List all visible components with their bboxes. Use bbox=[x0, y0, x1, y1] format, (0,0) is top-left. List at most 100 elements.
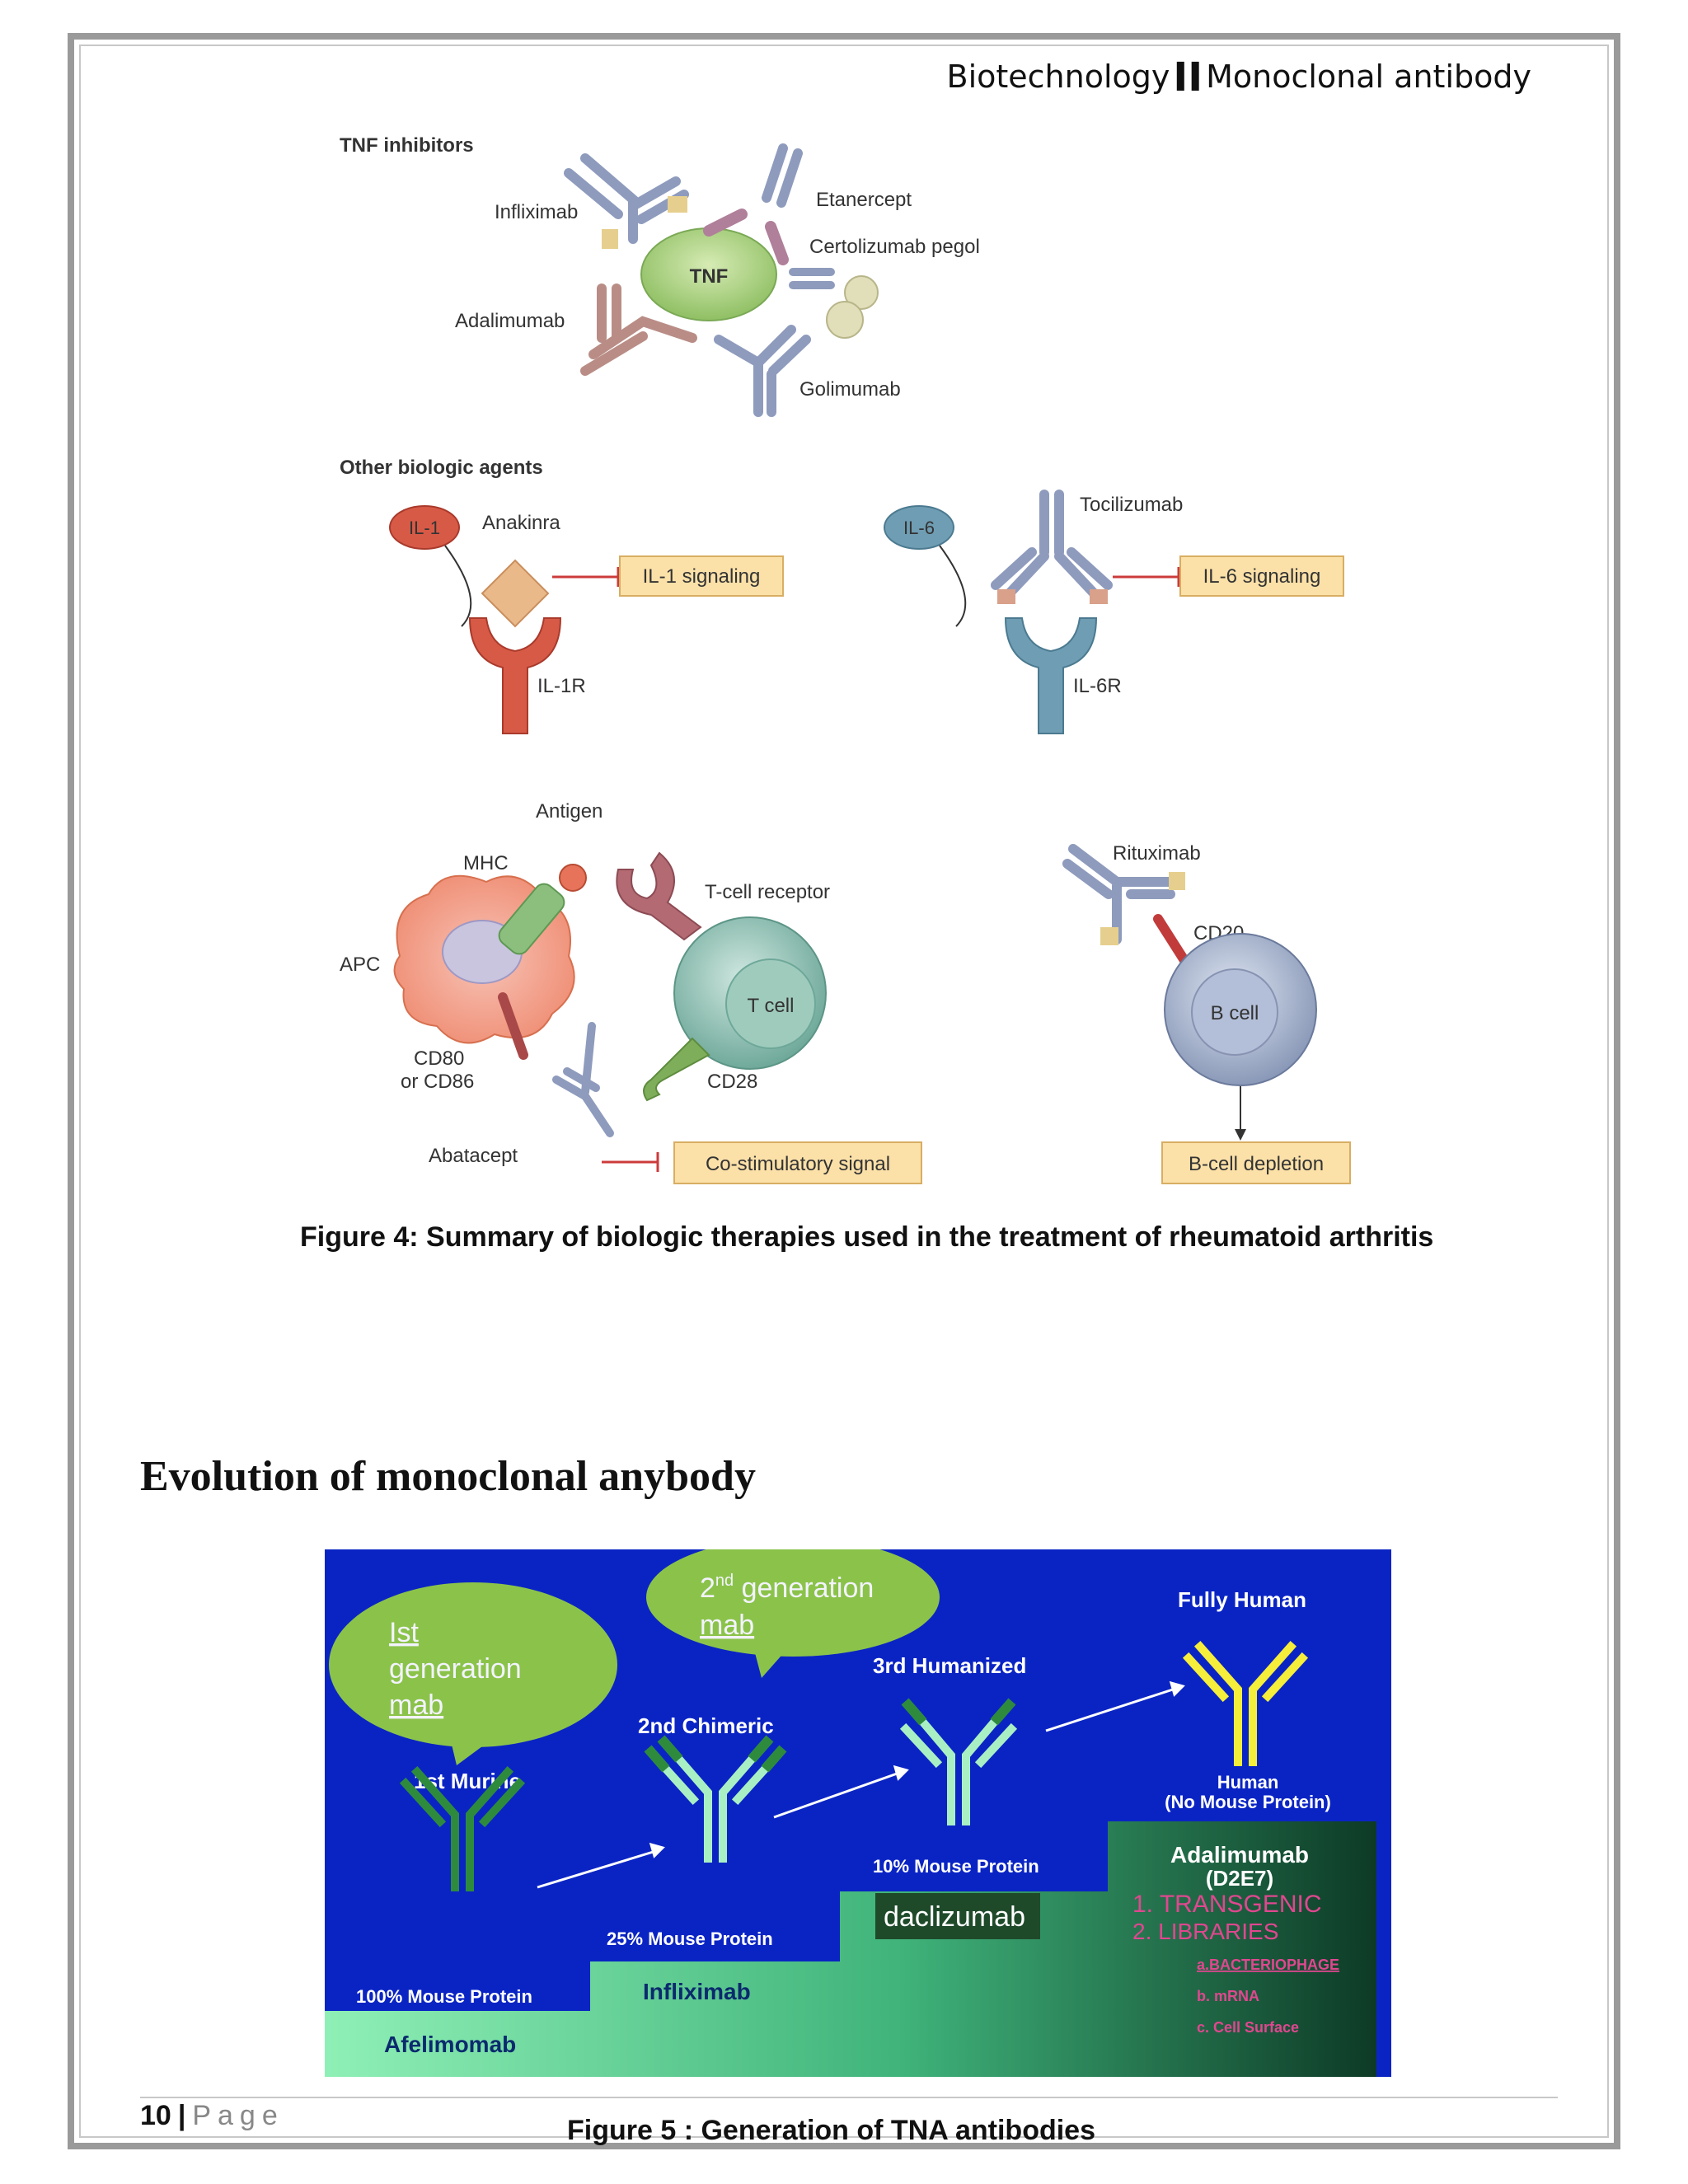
cd20-molecule bbox=[1153, 914, 1192, 969]
infliximab-label-f5: Infliximab bbox=[643, 1979, 751, 2004]
tocilizumab-label: Tocilizumab bbox=[1080, 494, 1183, 516]
second-generation-word: generation bbox=[734, 1572, 874, 1604]
header-separator: II bbox=[1173, 54, 1203, 101]
golimumab-antibody bbox=[714, 325, 811, 417]
cd28-receptor bbox=[643, 1037, 710, 1102]
fully-human-label: Fully Human bbox=[1178, 1587, 1306, 1612]
antigen-molecule bbox=[559, 864, 587, 892]
page-word: Page bbox=[192, 2100, 284, 2131]
page-border-inner bbox=[79, 45, 1609, 2138]
b-cell-nucleus bbox=[1191, 968, 1278, 1056]
tcr-receptor bbox=[616, 851, 702, 941]
cd80-molecule bbox=[498, 992, 528, 1060]
second-generation-bubble-tail bbox=[753, 1647, 786, 1678]
antigen-label: Antigen bbox=[536, 800, 603, 823]
anakinra-molecule bbox=[481, 559, 550, 628]
progression-arrows bbox=[537, 1680, 1185, 1889]
abatacept-molecule bbox=[552, 1022, 614, 1137]
first-generation-bubble bbox=[329, 1582, 617, 1747]
certolizumab-molecule bbox=[789, 268, 879, 339]
mhc-molecule bbox=[498, 883, 565, 955]
il6-molecule bbox=[884, 505, 954, 550]
d2e7-label: (D2E7) bbox=[1206, 1866, 1273, 1891]
second-generation-text-1: 2nd generation bbox=[700, 1572, 874, 1604]
murine-antibody bbox=[399, 1765, 526, 1891]
il1r-receptor bbox=[468, 617, 562, 734]
page-number-bar: | bbox=[177, 2100, 186, 2131]
chimeric-label: 2nd Chimeric bbox=[638, 1713, 774, 1738]
tnf-label: TNF bbox=[690, 265, 729, 288]
infliximab-antibody bbox=[564, 153, 689, 249]
bcell-depletion-box bbox=[1161, 1141, 1351, 1184]
first-generation-text-1: Ist bbox=[389, 1617, 419, 1648]
costim-signal-label: Co-stimulatory signal bbox=[706, 1153, 890, 1175]
b-cell-arrowhead bbox=[1235, 1129, 1246, 1141]
first-generation-text-3: mab bbox=[389, 1690, 443, 1721]
figure-5-diagram: Ist generation mab 2nd generation mab 1s… bbox=[325, 1549, 1391, 2077]
t-cell-nucleus bbox=[725, 958, 816, 1049]
section-title: Evolution of monoclonal anybody bbox=[140, 1453, 756, 1500]
infliximab-label: Infliximab bbox=[495, 201, 578, 223]
il6-signaling-box bbox=[1179, 555, 1344, 597]
cell-surface-label: c. Cell Surface bbox=[1197, 2019, 1299, 2036]
rituximab-label: Rituximab bbox=[1113, 842, 1201, 865]
t-cell-label: T cell bbox=[748, 995, 795, 1017]
other-agents-heading: Other biologic agents bbox=[340, 457, 543, 479]
rituximab-antibody bbox=[1062, 844, 1185, 945]
il6-arrow bbox=[939, 545, 967, 627]
cd86-label: or CD86 bbox=[401, 1071, 474, 1093]
mhc-label: MHC bbox=[463, 852, 509, 874]
second-generation-text-2: mab bbox=[700, 1610, 754, 1641]
figure-5-caption: Figure 5 : Generation of TNA antibodies bbox=[567, 2115, 1096, 2146]
libraries-label: 2. LIBRARIES bbox=[1132, 1919, 1278, 1944]
daclizumab-label: daclizumab bbox=[884, 1901, 1025, 1933]
il1-signaling-box bbox=[619, 555, 784, 597]
mouse-100-label: 100% Mouse Protein bbox=[356, 1986, 532, 2007]
humanized-antibody bbox=[899, 1698, 1018, 1825]
tnf-heading: TNF inhibitors bbox=[340, 134, 474, 157]
mouse-25-label: 25% Mouse Protein bbox=[607, 1929, 773, 1949]
humanized-label: 3rd Humanized bbox=[873, 1653, 1026, 1678]
tocilizumab-antibody bbox=[991, 490, 1113, 604]
page-number: 10|Page bbox=[140, 2100, 284, 2132]
bcell-depletion-label: B-cell depletion bbox=[1189, 1153, 1324, 1175]
human-antibody bbox=[1182, 1640, 1309, 1766]
mrna-label: b. mRNA bbox=[1197, 1988, 1259, 2004]
il6-signaling-label: IL-6 signaling bbox=[1203, 565, 1321, 588]
il1-label: IL-1 bbox=[409, 518, 440, 538]
second-generation-bubble bbox=[646, 1549, 940, 1657]
human-label: Human bbox=[1217, 1772, 1279, 1793]
costim-signal-box bbox=[673, 1141, 922, 1184]
daclizumab-box bbox=[875, 1893, 1040, 1939]
il6-label: IL-6 bbox=[903, 518, 935, 538]
transgenic-label: 1. TRANSGENIC bbox=[1132, 1891, 1322, 1918]
adalimumab-label-f5: Adalimumab bbox=[1170, 1842, 1309, 1868]
abatacept-label: Abatacept bbox=[429, 1145, 518, 1167]
il1-signaling-label: IL-1 signaling bbox=[643, 565, 761, 588]
il6r-receptor bbox=[1004, 617, 1098, 734]
first-generation-text-2: generation bbox=[389, 1653, 522, 1685]
figure-4-diagram: TNF inhibitors TNF Infliximab Etanercept… bbox=[340, 134, 1351, 1184]
adalimumab-label: Adalimumab bbox=[455, 310, 565, 332]
header-subject: Biotechnology bbox=[946, 59, 1170, 95]
bacteriophage-label: a.BACTERIOPHAGE bbox=[1197, 1957, 1339, 1973]
anakinra-label: Anakinra bbox=[482, 512, 560, 534]
golimumab-label: Golimumab bbox=[799, 378, 901, 401]
il1-molecule bbox=[389, 505, 460, 550]
b-cell-label: B cell bbox=[1211, 1002, 1259, 1024]
second-generation-num: 2 bbox=[700, 1572, 715, 1604]
no-mouse-label: (No Mouse Protein) bbox=[1165, 1792, 1331, 1812]
il1r-label: IL-1R bbox=[537, 675, 586, 697]
apc-label: APC bbox=[340, 954, 380, 976]
etanercept-label: Etanercept bbox=[816, 189, 912, 211]
second-generation-sup: nd bbox=[715, 1572, 734, 1590]
afelimomab-label: Afelimomab bbox=[384, 2032, 516, 2057]
first-generation-bubble-tail bbox=[448, 1731, 498, 1765]
etanercept-molecule bbox=[703, 143, 803, 265]
cd28-label: CD28 bbox=[707, 1071, 757, 1093]
page-border bbox=[68, 33, 1620, 2149]
il6r-label: IL-6R bbox=[1073, 675, 1122, 697]
cd80-label: CD80 bbox=[414, 1047, 464, 1070]
generation-staircase bbox=[325, 1821, 1376, 2077]
